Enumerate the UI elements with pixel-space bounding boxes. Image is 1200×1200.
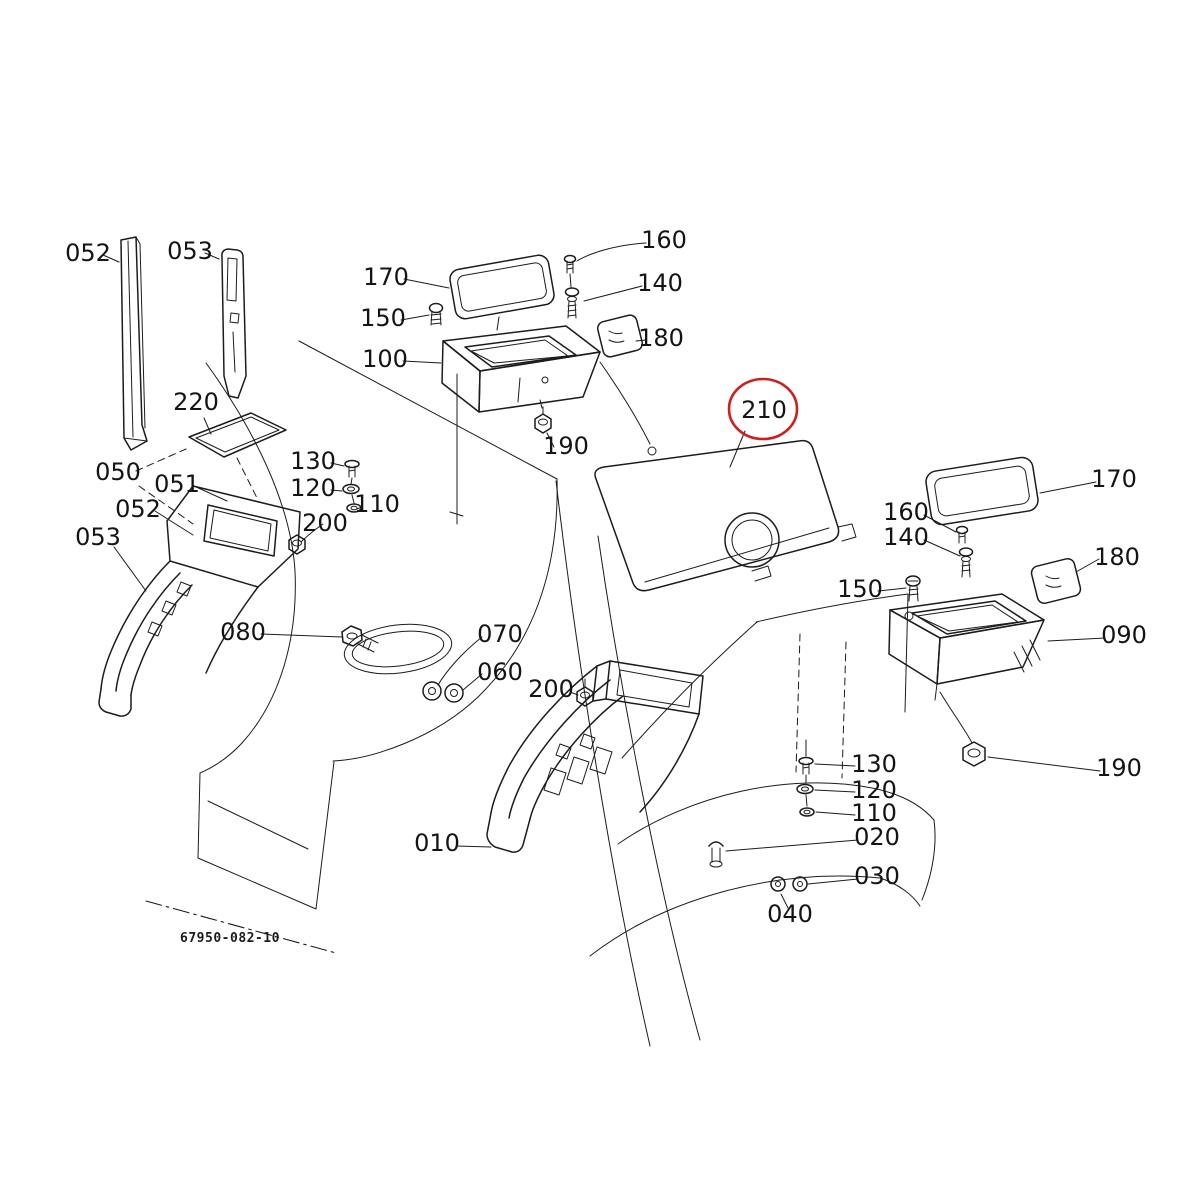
part-label-040: 040 bbox=[767, 900, 813, 928]
part-label-150-right: 150 bbox=[837, 575, 883, 603]
body-outline-bottom bbox=[555, 480, 936, 1047]
bolt-150-center bbox=[428, 302, 444, 326]
part-label-170-center: 170 bbox=[363, 263, 409, 291]
part-052-strip bbox=[120, 236, 148, 451]
part-label-070: 070 bbox=[477, 620, 523, 648]
cover-panel-210 bbox=[594, 439, 857, 592]
highlight-circle-210 bbox=[727, 377, 799, 441]
part-label-210: 210 bbox=[741, 396, 787, 424]
left-console-assembly bbox=[98, 485, 301, 717]
bolt-150-right bbox=[905, 575, 921, 602]
part-label-051: 051 bbox=[154, 470, 200, 498]
screw-160-center bbox=[563, 254, 577, 274]
nut-190-right bbox=[962, 741, 986, 767]
nut-200-left bbox=[288, 534, 306, 555]
part-label-190-right: 190 bbox=[1096, 754, 1142, 782]
drawing-number: 67950-082-10 bbox=[180, 931, 280, 946]
body-outline-left bbox=[145, 340, 558, 954]
part-053-strip bbox=[221, 248, 247, 399]
nut-190-center bbox=[534, 413, 552, 434]
part-label-200-left: 200 bbox=[302, 509, 348, 537]
lid-170-right bbox=[925, 456, 1039, 526]
part-label-052-left: 052 bbox=[115, 495, 161, 523]
part-label-053-left: 053 bbox=[75, 523, 121, 551]
part-label-150-center: 150 bbox=[360, 304, 406, 332]
part-label-120-right: 120 bbox=[851, 776, 897, 804]
part-label-080: 080 bbox=[220, 618, 266, 646]
part-label-180-right: 180 bbox=[1094, 543, 1140, 571]
part-label-053-top: 053 bbox=[167, 237, 213, 265]
part-label-020: 020 bbox=[854, 823, 900, 851]
fastener-stack-right bbox=[796, 756, 815, 817]
part-label-052-top: 052 bbox=[65, 239, 111, 267]
plate-180-center bbox=[596, 314, 644, 358]
screw-140-right bbox=[958, 547, 974, 578]
part-label-130-right: 130 bbox=[851, 750, 897, 778]
part-label-170-right: 170 bbox=[1091, 465, 1137, 493]
part-label-100: 100 bbox=[362, 345, 408, 373]
part-label-110-left: 110 bbox=[354, 490, 400, 518]
lid-170-center bbox=[449, 254, 555, 320]
part-label-050: 050 bbox=[95, 458, 141, 486]
part-label-160-right: 160 bbox=[883, 498, 929, 526]
part-label-220: 220 bbox=[173, 388, 219, 416]
bolt-080 bbox=[341, 625, 379, 653]
part-label-160-center: 160 bbox=[641, 226, 687, 254]
washers-070-060 bbox=[422, 681, 464, 703]
console-box-100 bbox=[441, 325, 601, 413]
washers-030-040 bbox=[770, 876, 808, 892]
leader-lines bbox=[102, 242, 1106, 909]
part-label-030: 030 bbox=[854, 862, 900, 890]
fastener-stack-left bbox=[342, 459, 362, 513]
part-label-190-center: 190 bbox=[543, 432, 589, 460]
part-label-060: 060 bbox=[477, 658, 523, 686]
part-label-140-right: 140 bbox=[883, 523, 929, 551]
console-box-090 bbox=[888, 593, 1045, 701]
part-label-180-center: 180 bbox=[638, 324, 684, 352]
part-label-110-right: 110 bbox=[851, 799, 897, 827]
stud-020 bbox=[708, 841, 724, 868]
part-label-130-left: 130 bbox=[290, 447, 336, 475]
part-220-plate bbox=[188, 412, 287, 458]
part-label-120-left: 120 bbox=[290, 474, 336, 502]
part-label-090: 090 bbox=[1101, 621, 1147, 649]
fender-assembly-010 bbox=[486, 660, 704, 853]
plate-180-right bbox=[1030, 557, 1082, 605]
screw-140-center bbox=[564, 287, 580, 319]
part-label-010: 010 bbox=[414, 829, 460, 857]
screw-160-right bbox=[955, 525, 969, 544]
part-label-140-center: 140 bbox=[637, 269, 683, 297]
part-label-200-center: 200 bbox=[528, 675, 574, 703]
